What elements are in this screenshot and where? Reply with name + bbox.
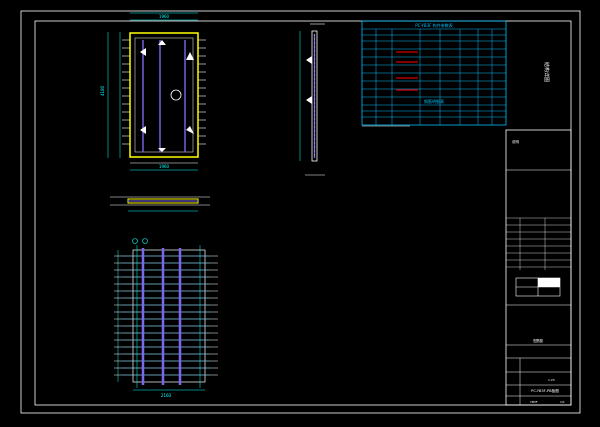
- height-dim: 4180: [100, 85, 105, 96]
- notes-label: 说明: [512, 139, 520, 144]
- scale-text: 1:25: [548, 378, 555, 382]
- panel-section-strip: [110, 196, 210, 212]
- panel-side-elevation: [299, 23, 325, 176]
- bottom-width-dim: 1960: [159, 164, 170, 169]
- rebar-mesh-view: 2160: [114, 238, 218, 398]
- drawing-no: YB3F: [530, 400, 538, 404]
- table-title: PC-YB3F 构件参数表: [415, 22, 452, 28]
- table2-title: 钢筋明细表: [424, 98, 444, 104]
- title-block-name: PC-YB3F-PB板图: [531, 388, 559, 393]
- outer-frame: [20, 10, 581, 414]
- parameter-table: PC-YB3F 构件参数表 钢筋明细表: [361, 20, 507, 126]
- svg-text:结构详图: 结构详图: [543, 62, 550, 82]
- inner-frame: [34, 20, 572, 406]
- panel-outline: [129, 32, 199, 158]
- panel-plan-view: 1960 4180 1960: [100, 12, 206, 171]
- sheet-no: 1/1: [560, 400, 565, 404]
- sub-title: 配筋图: [533, 338, 543, 343]
- title-block: 说明 配筋图 PC-YB3F-PB板图 YB3F 1/1 1:25: [505, 129, 572, 406]
- legend-fill: [538, 278, 560, 287]
- vertical-label: 结构详图: [543, 62, 550, 82]
- lifting-point-icon: [170, 89, 182, 101]
- mesh-bottom-dim: 2160: [161, 393, 172, 398]
- top-width-dim: 1960: [159, 14, 170, 19]
